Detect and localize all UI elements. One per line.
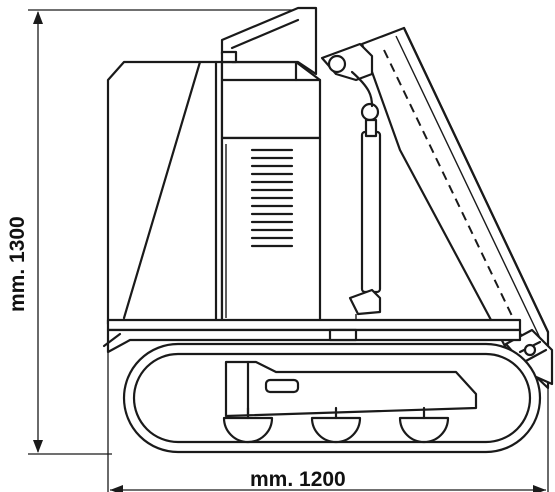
height-dimension: mm. 1300 — [6, 9, 300, 455]
track-roller — [222, 406, 274, 444]
engine-housing — [106, 6, 322, 326]
track-roller — [398, 406, 450, 444]
height-dimension-label: mm. 1300 — [6, 216, 29, 312]
width-dimension-label: mm. 1200 — [250, 468, 346, 491]
crawler-track — [122, 342, 542, 454]
loading-arm — [320, 26, 554, 390]
width-dimension: mm. 1200 — [107, 340, 549, 492]
chassis — [102, 318, 522, 354]
track-roller — [310, 406, 362, 444]
vent-grille — [250, 148, 294, 248]
